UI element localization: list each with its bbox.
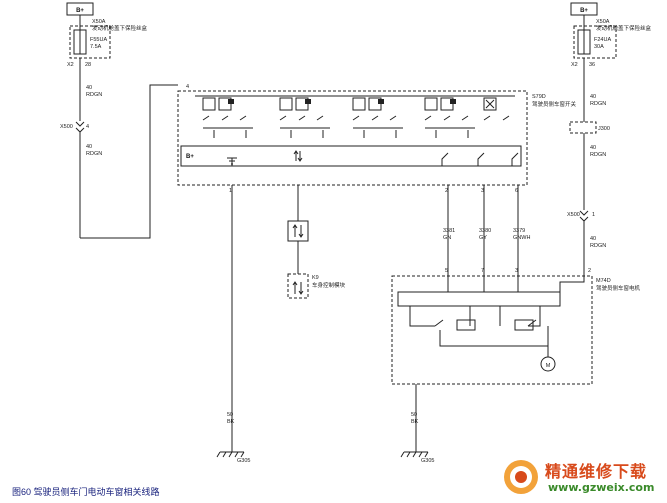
ground2-gauge: 50	[411, 412, 417, 418]
motor-pin-3: 3	[515, 268, 518, 274]
fuse-left-rating: 7.5A	[90, 44, 102, 50]
wire-left-lower-color: RDGN	[86, 151, 102, 157]
fuse-right-pin-conn: X2	[571, 62, 578, 68]
ground1-label: G305	[237, 458, 250, 464]
left-fuse-group: B+ X50A 发动机舱盖下保险丝盒 F55UA 7.5A X2 28 40 R…	[60, 2, 178, 239]
fuse-right-pin: 36	[589, 62, 595, 68]
watermark-logo-icon	[504, 460, 538, 494]
right-fuse-group: B+ X50A 发动机舱盖下保险丝盒 F24UA 30A X2 36 40 RD…	[567, 2, 652, 276]
motor-pin-2: 2	[588, 268, 591, 274]
wire-right-mid-gauge: 40	[590, 145, 596, 151]
motor-outline	[391, 275, 593, 385]
bplus-label-left: B+	[76, 8, 84, 14]
w3380-circuit: 3380	[479, 228, 491, 234]
switch-desc: 驾驶员侧车窗开关	[532, 100, 577, 108]
switch-pin-in: 4	[186, 84, 189, 90]
up-down-arrow-icon	[293, 150, 303, 162]
switch-ground-icon	[227, 157, 237, 166]
wire-right-mid-color: RDGN	[590, 152, 606, 158]
wire-left-upper-color: RDGN	[86, 92, 102, 98]
inline-left-pin: 4	[86, 124, 89, 130]
inline-right-pin: 1	[592, 212, 595, 218]
fuse-left-pin-conn: X2	[67, 62, 74, 68]
motor-pin-5: 5	[445, 268, 448, 274]
ground-g305-icon-left	[216, 451, 245, 458]
relay-left	[456, 319, 476, 331]
figure-caption: 图60 驾驶员侧车门电动车窗相关线路	[12, 487, 160, 497]
wire-right-upper-gauge: 40	[590, 94, 596, 100]
ground2-label: G305	[421, 458, 434, 464]
fuse-left-location: 发动机舱盖下保险丝盒	[92, 24, 148, 32]
k9-module	[287, 273, 309, 299]
ground-g305-icon-right	[400, 451, 429, 458]
switch-group-4	[424, 97, 475, 138]
inline-right-conn: X500	[567, 212, 580, 218]
switch-group-lockout	[483, 97, 510, 121]
w3380-color: GY	[479, 235, 487, 241]
w3381-circuit: 3381	[443, 228, 455, 234]
switch-pin-6: 6	[515, 188, 518, 194]
wire-right-lower-color: RDGN	[590, 243, 606, 249]
wire-left-upper-gauge: 40	[86, 85, 92, 91]
wire-left-lower-gauge: 40	[86, 144, 92, 150]
switch-group-3	[352, 97, 403, 138]
k9-name: K9	[312, 275, 319, 281]
wire-right-lower-gauge: 40	[590, 236, 596, 242]
switch-group-2	[279, 97, 330, 138]
switch-bplus: B+	[186, 154, 194, 160]
switch-name: S79D	[532, 94, 546, 100]
motor-pin-7: 7	[481, 268, 484, 274]
ground1-gauge: 50	[227, 412, 233, 418]
motor-symbol: M	[546, 363, 551, 369]
w3381-color: GN	[443, 235, 451, 241]
fuse-left-pin: 28	[85, 62, 91, 68]
motor-name: M74D	[596, 278, 611, 284]
wire-right-upper-color: RDGN	[590, 101, 606, 107]
splice-j300	[569, 121, 597, 134]
switch-s79d: 4 S79D 驾驶员侧车窗开关	[177, 84, 577, 194]
k9-connector-box	[287, 220, 309, 242]
k9-arrow-icon	[292, 224, 304, 238]
watermark-brand: 精通维修下载	[545, 462, 648, 481]
splice-label: J300	[598, 126, 610, 132]
watermark-url: www.gzweix.com	[548, 481, 655, 494]
bplus-label-right: B+	[580, 8, 588, 14]
fuse-left-connector: X50A	[92, 19, 106, 25]
w3379-color: GNWH	[513, 235, 530, 241]
switch-outline	[177, 90, 528, 186]
fuse-right-connector: X50A	[596, 19, 610, 25]
fuse-right-rating: 30A	[594, 44, 604, 50]
k9-desc: 车身控制模块	[312, 281, 346, 289]
fuse-left-name: F55UA	[90, 37, 107, 43]
switch-logic-box	[180, 145, 522, 167]
switch-pin-2: 2	[445, 188, 448, 194]
w3379-circuit: 3379	[513, 228, 525, 234]
switch-group-1	[202, 97, 253, 138]
fuse-right-location: 发动机舱盖下保险丝盒	[596, 24, 652, 32]
motor-desc: 驾驶员侧车窗电机	[596, 284, 641, 292]
motor-m74d: 5 7 3 2 M74D 驾驶员侧车窗电机 M	[391, 268, 641, 392]
ground1-color: BK	[227, 419, 235, 425]
switch-pin-1: 1	[229, 188, 232, 194]
motor-control-box	[397, 291, 561, 307]
switch-pin-3: 3	[481, 188, 484, 194]
inline-left-conn: X500	[60, 124, 73, 130]
ground2-color: BK	[411, 419, 419, 425]
fuse-right-name: F24UA	[594, 37, 611, 43]
relay-right	[514, 319, 534, 331]
